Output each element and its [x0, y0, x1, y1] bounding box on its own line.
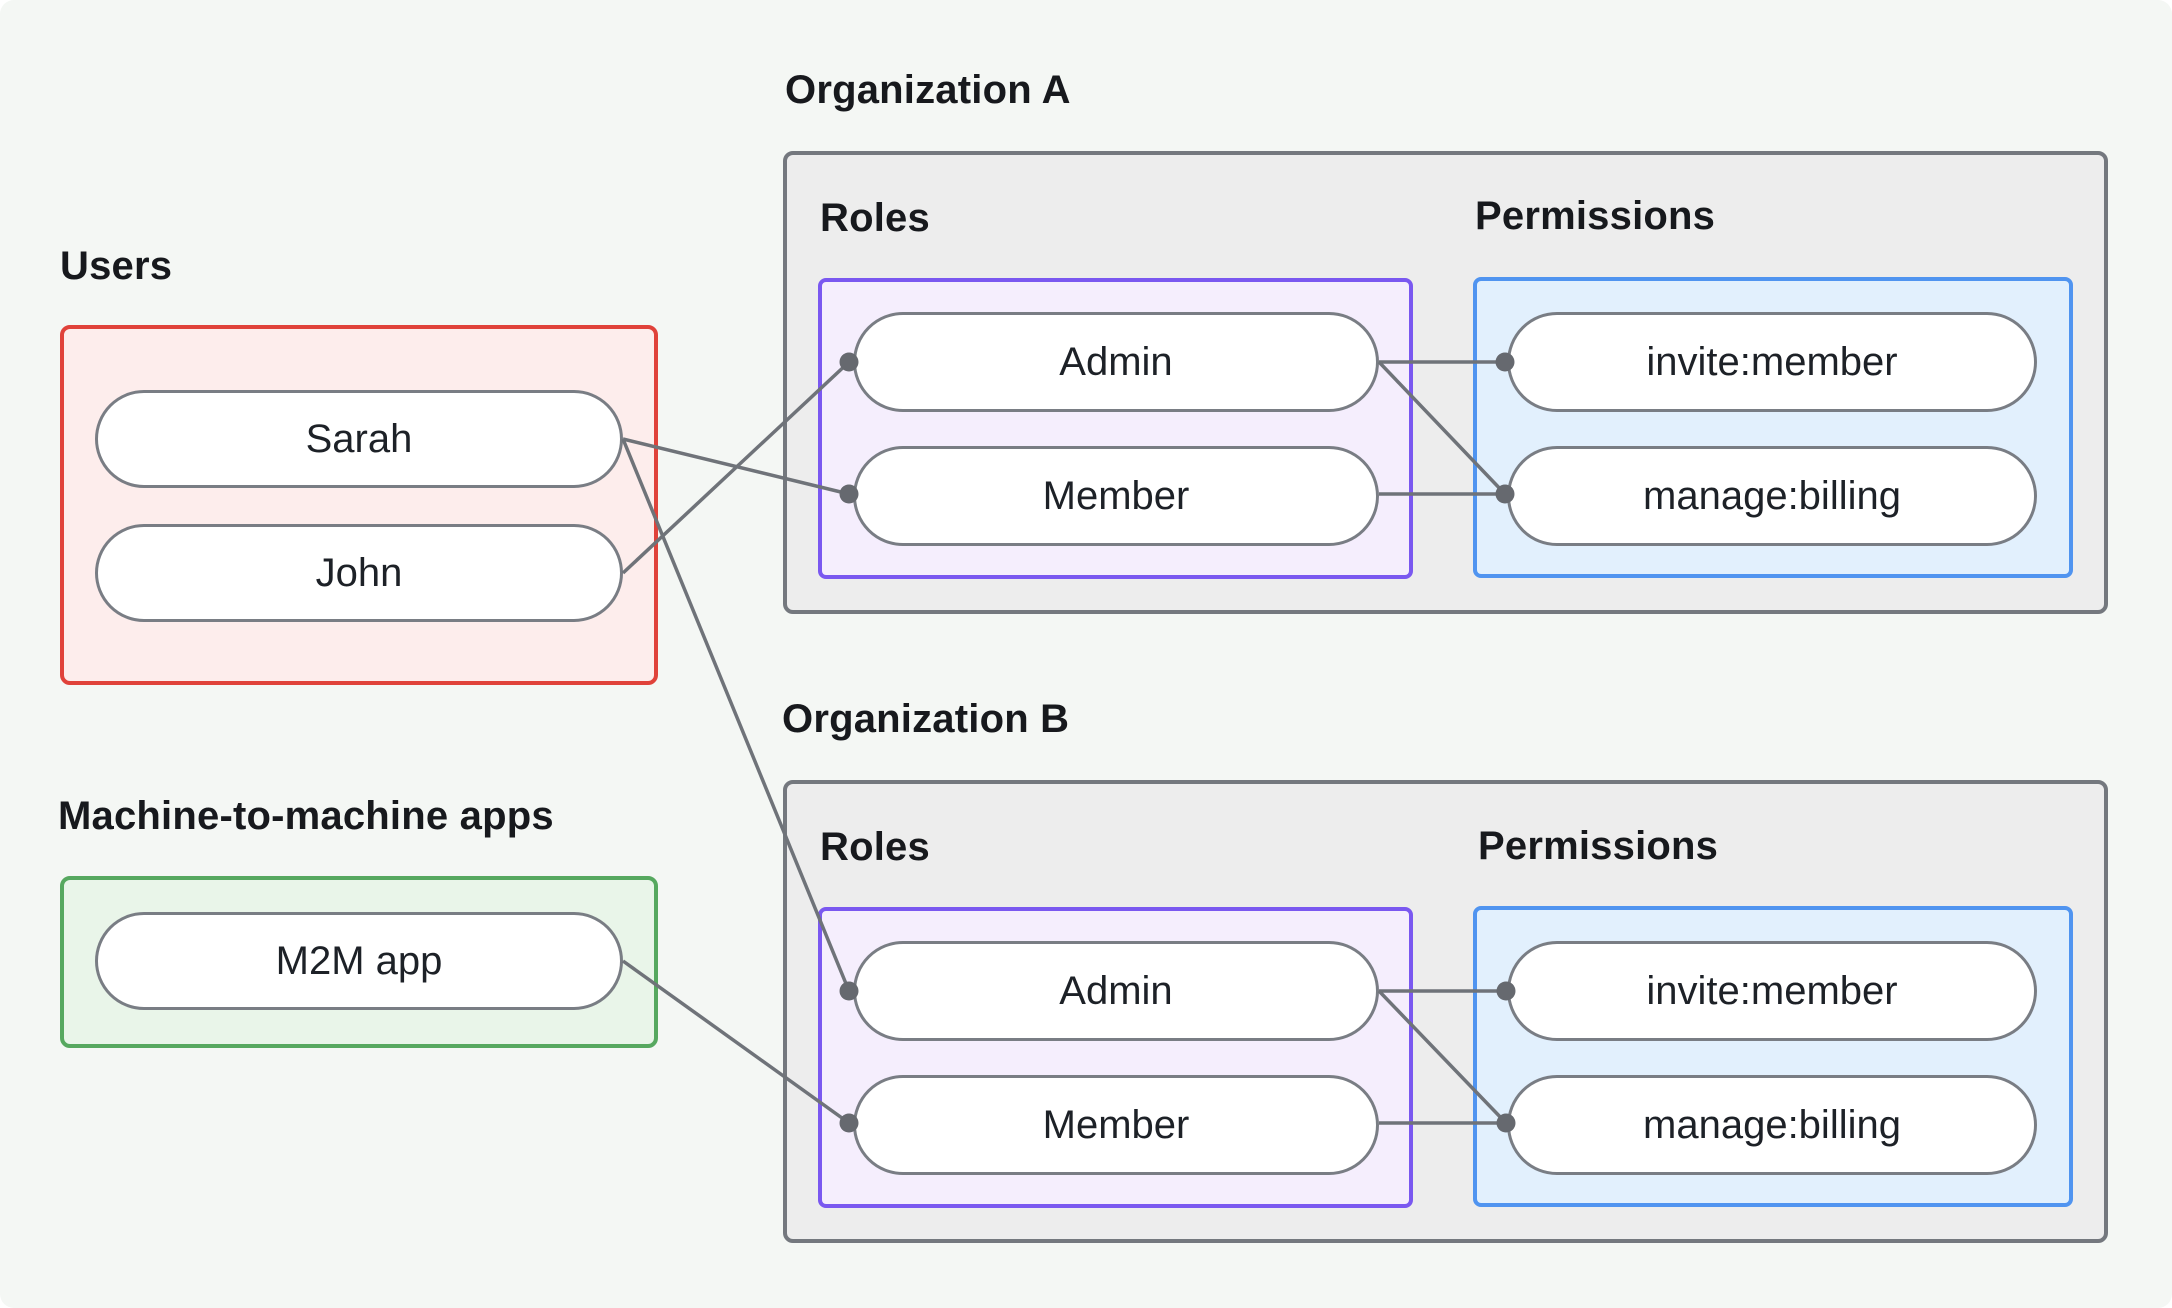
org-a-permissions-label: Permissions [1475, 194, 1716, 238]
org-a-permission-manage-billing-label: manage:billing [1643, 473, 1901, 518]
org-b-permissions-label: Permissions [1478, 824, 1719, 868]
org-a-title: Organization A [785, 68, 1071, 112]
org-b-permission-invite-member-label: invite:member [1646, 968, 1898, 1013]
org-a-role-admin: Admin [853, 312, 1379, 412]
org-b-permission-invite-member: invite:member [1507, 941, 2037, 1041]
org-a-roles-label: Roles [820, 196, 930, 240]
m2m-app-node: M2M app [95, 912, 623, 1010]
user-node-sarah-label: Sarah [305, 416, 413, 461]
org-b-title: Organization B [782, 697, 1070, 741]
org-a-role-member: Member [853, 446, 1379, 546]
org-b-permission-manage-billing: manage:billing [1507, 1075, 2037, 1175]
org-b-role-member: Member [853, 1075, 1379, 1175]
org-b-permission-manage-billing-label: manage:billing [1643, 1102, 1901, 1147]
org-a-permission-invite-member-label: invite:member [1646, 339, 1898, 384]
org-b-role-admin-label: Admin [1059, 968, 1173, 1013]
users-group-label: Users [60, 244, 173, 288]
org-a-permission-invite-member: invite:member [1507, 312, 2037, 412]
user-node-john: John [95, 524, 623, 622]
org-a-role-admin-label: Admin [1059, 339, 1173, 384]
users-group-box [60, 325, 658, 685]
m2m-app-node-label: M2M app [275, 938, 443, 983]
user-node-sarah: Sarah [95, 390, 623, 488]
org-b-role-admin: Admin [853, 941, 1379, 1041]
org-a-role-member-label: Member [1042, 473, 1190, 518]
m2m-group-label: Machine-to-machine apps [58, 794, 554, 838]
org-b-roles-label: Roles [820, 825, 930, 869]
org-b-role-member-label: Member [1042, 1102, 1190, 1147]
org-a-permission-manage-billing: manage:billing [1507, 446, 2037, 546]
user-node-john-label: John [315, 550, 403, 595]
